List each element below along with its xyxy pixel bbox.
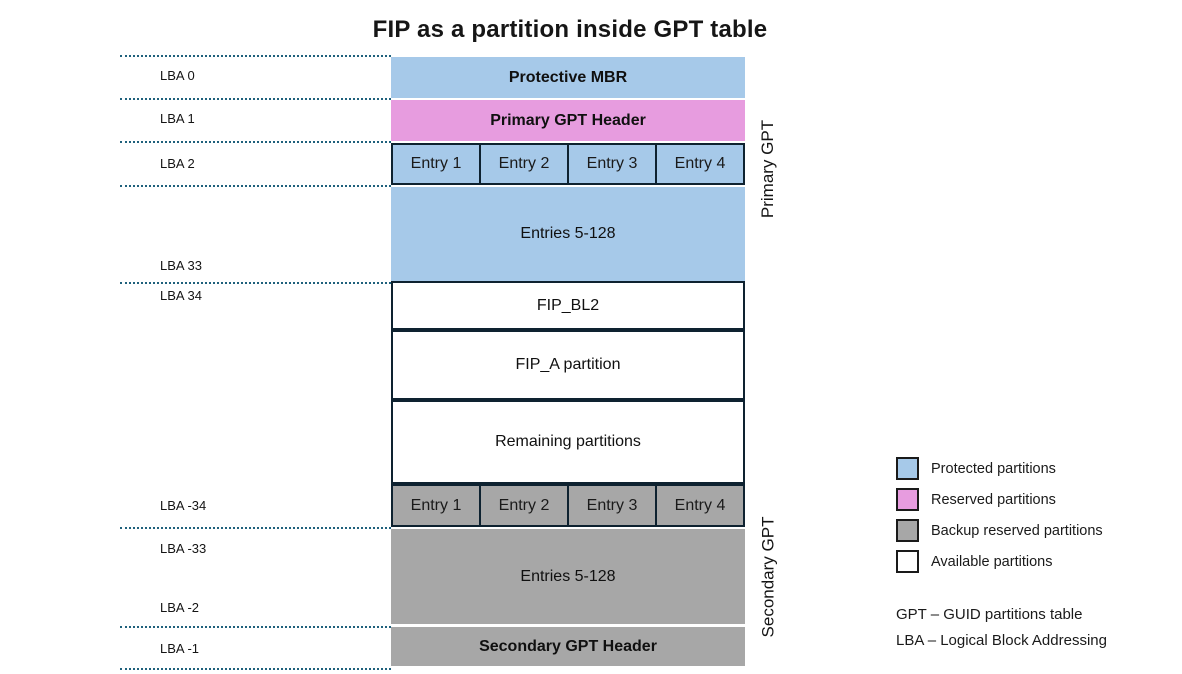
lba-label-neg1: LBA -1 — [160, 641, 200, 656]
legend-item-protected: Protected partitions — [896, 457, 1103, 480]
primary-gpt-side-label: Primary GPT — [758, 119, 778, 219]
lba-label-2: LBA 2 — [160, 156, 195, 171]
lba-divider — [120, 626, 391, 628]
lba-label-0: LBA 0 — [160, 68, 195, 83]
legend-swatch-backup — [896, 519, 919, 542]
secondary-entry-2: Entry 2 — [479, 484, 569, 527]
legend: Protected partitions Reserved partitions… — [896, 457, 1103, 581]
block-secondary-entry-row: Entry 1 Entry 2 Entry 3 Entry 4 — [391, 484, 745, 527]
lba-label-33: LBA 33 — [160, 258, 202, 273]
block-fip-a-partition: FIP_A partition — [391, 330, 745, 400]
secondary-entry-4: Entry 4 — [655, 484, 745, 527]
lba-divider — [120, 141, 391, 143]
lba-divider — [120, 527, 391, 529]
lba-divider — [120, 668, 391, 670]
secondary-gpt-side-label: Secondary GPT — [758, 516, 778, 638]
primary-entry-3: Entry 3 — [567, 143, 657, 185]
primary-entry-4: Entry 4 — [655, 143, 745, 185]
page-title: FIP as a partition inside GPT table — [372, 16, 768, 43]
legend-label: Backup reserved partitions — [931, 522, 1103, 539]
block-remaining-partitions: Remaining partitions — [391, 400, 745, 484]
legend-swatch-reserved — [896, 488, 919, 511]
secondary-entry-1: Entry 1 — [391, 484, 481, 527]
primary-entry-1: Entry 1 — [391, 143, 481, 185]
footnote-gpt: GPT – GUID partitions table — [896, 606, 1083, 623]
footnote-lba: LBA – Logical Block Addressing — [896, 632, 1107, 649]
legend-swatch-protected — [896, 457, 919, 480]
lba-label-neg2: LBA -2 — [160, 600, 200, 615]
secondary-entry-3: Entry 3 — [567, 484, 657, 527]
block-secondary-gpt-header: Secondary GPT Header — [391, 627, 745, 666]
block-protective-mbr: Protective MBR — [391, 57, 745, 98]
legend-label: Protected partitions — [931, 460, 1056, 477]
legend-label: Available partitions — [931, 553, 1053, 570]
block-secondary-entries-5-128: Entries 5-128 — [391, 529, 745, 624]
lba-label-neg33: LBA -33 — [160, 541, 207, 556]
lba-label-neg34: LBA -34 — [160, 498, 207, 513]
legend-item-reserved: Reserved partitions — [896, 488, 1103, 511]
lba-divider — [120, 282, 391, 284]
lba-divider — [120, 98, 391, 100]
block-primary-entries-5-128: Entries 5-128 — [391, 187, 745, 281]
legend-item-backup: Backup reserved partitions — [896, 519, 1103, 542]
legend-label: Reserved partitions — [931, 491, 1056, 508]
lba-label-34: LBA 34 — [160, 288, 202, 303]
legend-swatch-available — [896, 550, 919, 573]
lba-label-1: LBA 1 — [160, 111, 195, 126]
block-primary-gpt-header: Primary GPT Header — [391, 100, 745, 141]
lba-divider — [120, 55, 391, 57]
primary-entry-2: Entry 2 — [479, 143, 569, 185]
block-fip-bl2: FIP_BL2 — [391, 281, 745, 330]
abbreviation-footnotes: GPT – GUID partitions table LBA – Logica… — [896, 602, 1107, 654]
block-primary-entry-row: Entry 1 Entry 2 Entry 3 Entry 4 — [391, 143, 745, 185]
legend-item-available: Available partitions — [896, 550, 1103, 573]
lba-divider — [120, 185, 391, 187]
